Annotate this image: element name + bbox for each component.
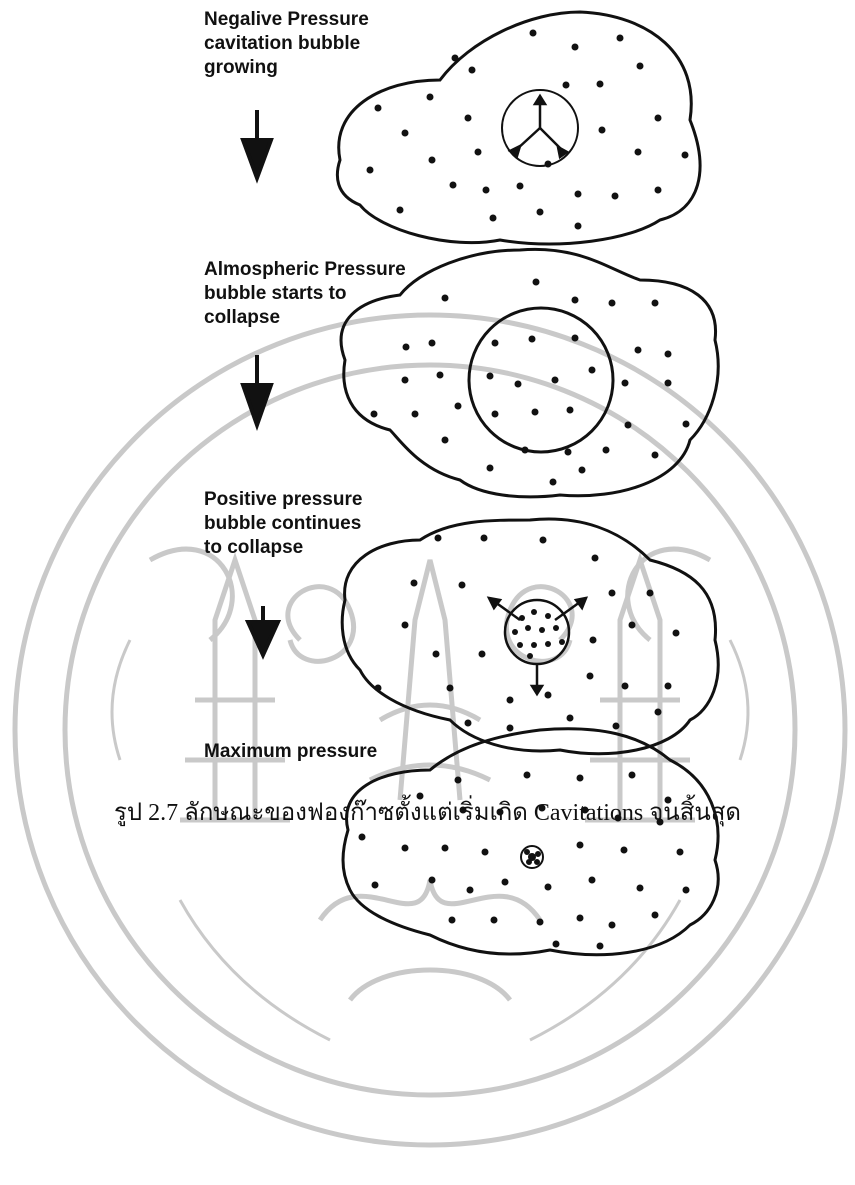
stage-3-label: Positive pressure bubble continues to co…: [204, 488, 464, 560]
stage-1-label: Negalive Pressure cavitation bubble grow…: [204, 8, 464, 80]
stage-2-label: Almospheric Pressure bubble starts to co…: [204, 258, 474, 330]
stage-4-label: Maximum pressure: [204, 740, 464, 764]
imploded-bubble-residue: [521, 846, 543, 868]
figure-caption: รูป 2.7 ลักษณะของฟองก๊าซตั้งแต่เริ่มเกิด…: [0, 792, 855, 831]
